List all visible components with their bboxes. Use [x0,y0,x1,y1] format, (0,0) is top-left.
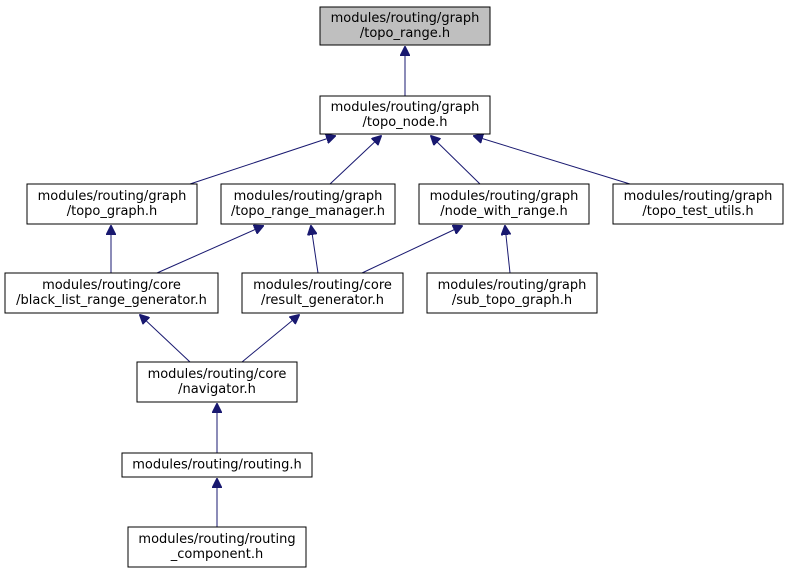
node-sub_topo_graph[interactable]: modules/routing/graph/sub_topo_graph.h [426,272,598,314]
node-label-line: modules/routing/graph [624,189,773,204]
node-box [319,6,491,46]
edge-navigator-to-result_generator [241,315,299,363]
node-box [418,183,590,225]
node-label-line: modules/routing/graph [438,278,587,293]
node-topo_range: modules/routing/graph/topo_range.h [319,6,491,46]
edge-result_generator-to-topo_range_manager [311,226,319,274]
nodes-layer: modules/routing/graph/topo_range.hmodule… [4,6,784,568]
node-box [319,95,491,135]
node-box [26,183,198,225]
node-label-line: modules/routing/routing [138,532,295,547]
edge-topo_graph-to-topo_node [189,136,335,185]
node-box [121,452,313,478]
node-label-line: /topo_test_utils.h [642,204,753,219]
edge-result_generator-to-node_with_range [361,226,462,274]
node-box [241,272,404,314]
node-label-line: modules/routing/graph [331,100,480,115]
node-box [127,526,307,568]
edge-navigator-to-black_list_range_generator [140,315,191,363]
edge-node_with_range-to-topo_node [431,136,481,185]
node-label-line: modules/routing/graph [331,11,480,26]
node-label-line: modules/routing/core [148,367,287,382]
node-result_generator[interactable]: modules/routing/core/result_generator.h [241,272,404,314]
node-topo_range_manager[interactable]: modules/routing/graph/topo_range_manager… [220,183,396,225]
edge-sub_topo_graph-to-node_with_range [505,226,510,274]
node-label-line: /result_generator.h [261,293,384,308]
edge-topo_test_utils-to-topo_node [474,136,631,185]
edges-layer [111,47,631,527]
node-label-line: /topo_range.h [360,26,450,41]
node-box [612,183,784,225]
node-box [4,272,219,314]
node-label-line: /sub_topo_graph.h [452,293,572,308]
node-box [220,183,396,225]
node-label-line: _component.h [170,547,263,562]
edge-topo_range_manager-to-topo_node [329,136,381,185]
node-label-line: /node_with_range.h [440,204,568,219]
edge-black_list_range_generator-to-topo_range_manager [156,226,263,274]
node-node_with_range[interactable]: modules/routing/graph/node_with_range.h [418,183,590,225]
node-label-line: modules/routing/routing.h [132,458,302,473]
node-topo_node[interactable]: modules/routing/graph/topo_node.h [319,95,491,135]
node-label-line: /topo_range_manager.h [231,204,385,219]
node-label-line: /navigator.h [178,382,256,397]
node-navigator[interactable]: modules/routing/core/navigator.h [136,361,298,403]
node-black_list_range_generator[interactable]: modules/routing/core/black_list_range_ge… [4,272,219,314]
node-label-line: modules/routing/core [253,278,392,293]
node-routing_component[interactable]: modules/routing/routing_component.h [127,526,307,568]
node-label-line: /black_list_range_generator.h [16,293,207,308]
node-label-line: modules/routing/graph [38,189,187,204]
node-box [136,361,298,403]
node-label-line: /topo_node.h [363,115,448,130]
node-label-line: /topo_graph.h [67,204,158,219]
node-label-line: modules/routing/core [42,278,181,293]
node-topo_graph[interactable]: modules/routing/graph/topo_graph.h [26,183,198,225]
node-label-line: modules/routing/graph [234,189,383,204]
node-box [426,272,598,314]
node-topo_test_utils[interactable]: modules/routing/graph/topo_test_utils.h [612,183,784,225]
node-label-line: modules/routing/graph [430,189,579,204]
node-routing[interactable]: modules/routing/routing.h [121,452,313,478]
